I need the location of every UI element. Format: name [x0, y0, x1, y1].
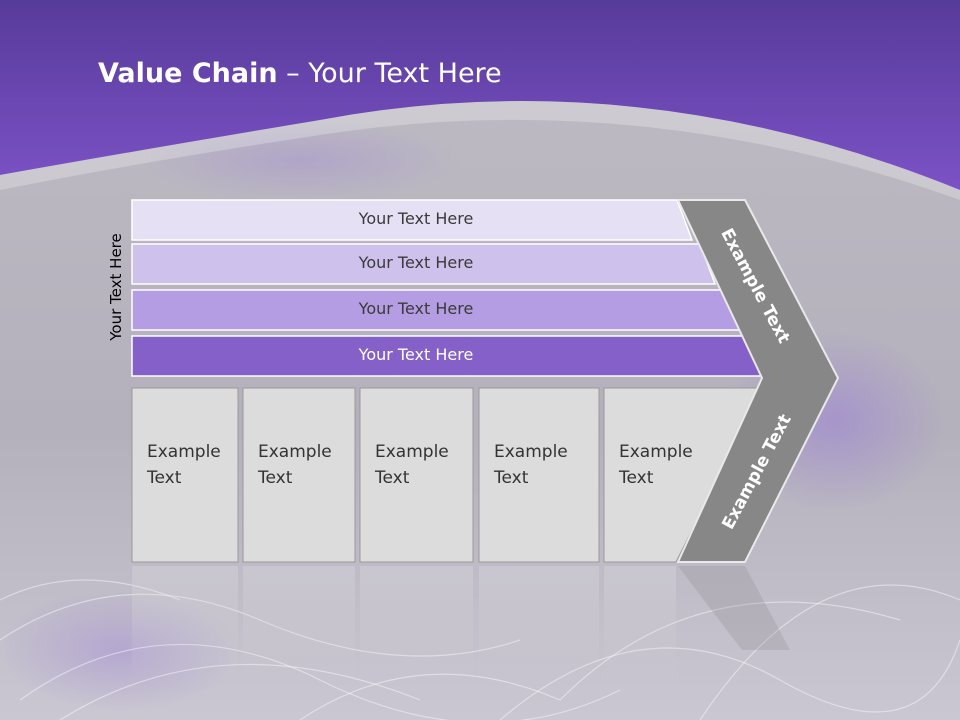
box-label-line1: Example — [619, 442, 693, 462]
value-chain-box — [242, 387, 356, 563]
box-reflection — [243, 566, 355, 686]
bar-label: Your Text Here — [358, 299, 474, 318]
box-label-line2: Text — [147, 468, 182, 488]
value-chain-bar — [131, 199, 694, 241]
box-label-line2: Text — [619, 468, 654, 488]
value-chain-box — [478, 387, 600, 563]
chevron-reflection — [678, 566, 790, 650]
box-label-line1: Example — [258, 442, 332, 462]
box-reflection — [132, 566, 238, 686]
title-rest: – Your Text Here — [277, 58, 502, 89]
bar-label: Your Text Here — [358, 209, 474, 228]
value-chain-bar — [131, 243, 717, 285]
chevron-arrow — [676, 199, 840, 563]
box-label-line1: Example — [494, 442, 568, 462]
box-label-line1: Example — [375, 442, 449, 462]
box-reflection — [604, 566, 676, 686]
value-chain-box — [131, 387, 239, 563]
bar-label: Your Text Here — [358, 345, 474, 364]
slide-title: Value Chain – Your Text Here — [98, 54, 502, 94]
box-label-line1: Example — [147, 442, 221, 462]
box-reflection — [479, 566, 599, 686]
title-bold: Value Chain — [98, 58, 278, 89]
box-label-line2: Text — [258, 468, 293, 488]
box-label-line2: Text — [494, 468, 529, 488]
box-reflection — [360, 566, 473, 686]
value-chain-box — [359, 387, 474, 563]
bar-label: Your Text Here — [358, 253, 474, 272]
box-label-line2: Text — [375, 468, 410, 488]
